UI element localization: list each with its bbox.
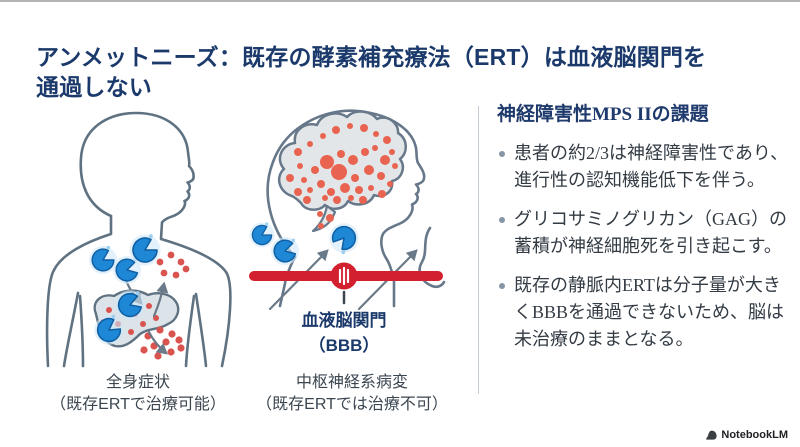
caption-line: 中枢神経系病変 [295,374,408,391]
panel-heading: 神経障害性MPS IIの課題 [497,104,709,125]
bullet-item: 既存の静脈内ERTは分子量が大きくBBBを通過できないため、脳は未治療のままとな… [497,272,789,353]
middle-figure-caption: 中枢神経系病変 （既存ERTでは治療不可） [247,372,457,416]
notebooklm-swirl-icon [706,430,717,440]
bbb-barrier [249,262,443,290]
left-figure-caption: 全身症状 （既存ERTで治療可能） [33,372,243,416]
brand-name: NotebookLM [721,429,788,441]
gag-dot-cluster-lower [140,326,185,360]
bullet-item: グリコサミノグリカン（GAG）の蓄積が神経細胞死を引き起こす。 [497,206,789,260]
child-body-outline [45,111,232,368]
title-line-2: 通過しない [36,74,152,101]
bullet-item: 患者の約2/3は神経障害性であり、進行性の認知機能低下を伴う。 [497,140,789,194]
bbb-label-line-1: 血液脳関門 [301,311,387,330]
caption-line: 全身症状 [105,374,170,391]
vertical-divider [478,106,479,394]
bullet-list: 患者の約2/3は神経障害性であり、進行性の認知機能低下を伴う。 グリコサミノグリ… [497,140,789,353]
caption-line: （既存ERTで治療可能） [50,396,226,413]
enzyme-icon [322,216,366,260]
top-edge-line [0,0,800,2]
head-brain-illustration [244,109,446,310]
gag-dot-cluster-upper [156,251,190,279]
child-body-illustration [45,111,232,368]
caption-line: （既存ERTでは治療不可） [256,396,448,413]
page-title: アンメットニーズ：既存の酵素補充療法（ERT）は血液脳関門を 通過しない [36,42,776,102]
right-panel: 神経障害性MPS IIの課題 患者の約2/3は神経障害性であり、進行性の認知機能… [497,103,789,365]
bbb-label-line-2: （BBB） [308,336,380,355]
title-line-1: アンメットニーズ：既存の酵素補充療法（ERT）は血液脳関門を [36,44,707,71]
brain-gag-dots [286,123,398,229]
bbb-label: 血液脳関門 （BBB） [254,308,434,358]
notebooklm-badge: NotebookLM [705,429,788,441]
